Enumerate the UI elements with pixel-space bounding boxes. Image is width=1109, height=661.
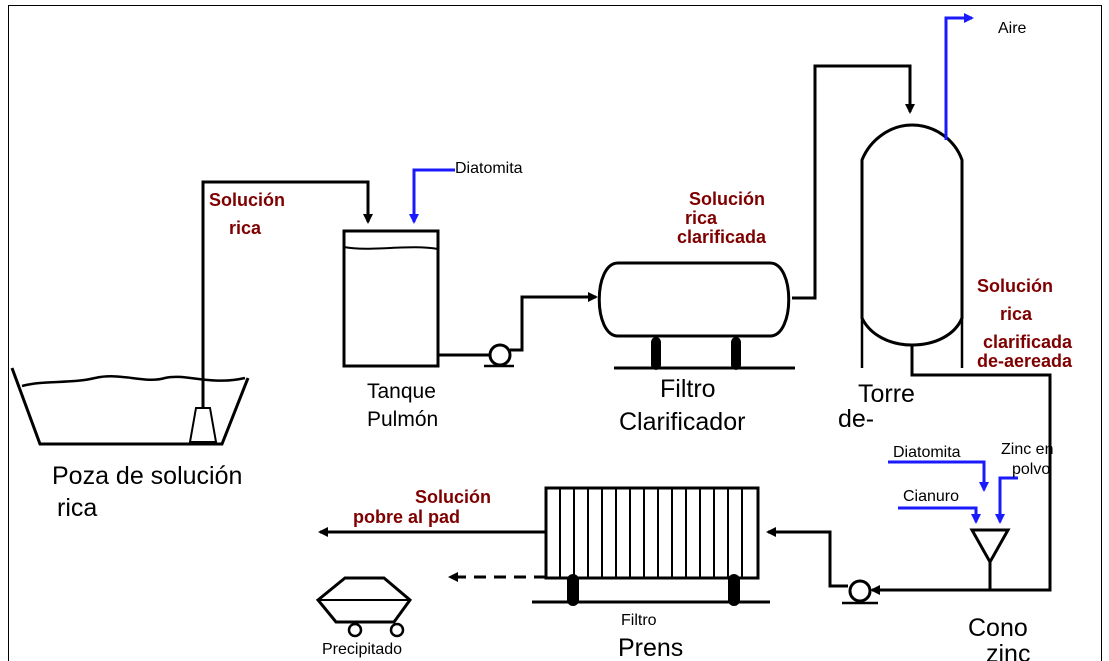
diatomita-feed-cone	[888, 460, 989, 492]
flow-filter-to-tower	[792, 64, 915, 300]
tank-label-1: Tanque	[367, 380, 436, 403]
rich-solution-label-1: Solución	[209, 190, 285, 210]
zinc-label-2: polvo	[1012, 461, 1051, 478]
diatomita-top-label: Diatomita	[455, 160, 523, 177]
buffer-tank	[342, 229, 440, 368]
diagram-frame	[8, 5, 1102, 661]
poor-solution-label-2: pobre al pad	[353, 507, 461, 527]
tower-label-2: de-	[838, 405, 875, 433]
cone-label-2: zinc	[986, 640, 1031, 661]
pond-solution-surface	[21, 375, 246, 388]
diatomita-feed-top	[409, 168, 455, 224]
zinc-cone	[969, 528, 1011, 566]
pond-label-1: Poza de solución	[52, 462, 243, 490]
diatomita-cone-label: Diatomita	[893, 444, 961, 461]
deaerated-label-3: clarificada	[983, 332, 1073, 352]
clarifier-label-1: Filtro	[660, 375, 716, 403]
deaerated-label-4: de-aereada	[977, 351, 1073, 371]
press-label-1: Filtro	[621, 612, 657, 629]
filter-press-plates	[559, 488, 743, 578]
buffer-tank-level	[343, 246, 439, 250]
clarifier-support-left	[651, 337, 661, 370]
cone-label-1: Cono	[968, 614, 1028, 642]
clarifier-filter	[597, 261, 791, 338]
cianuro-label: Cianuro	[903, 488, 960, 505]
deaerated-label-2: rica	[1000, 304, 1033, 324]
pond-pump-intake	[188, 407, 218, 443]
rich-solution-label-2: rica	[229, 218, 262, 238]
precipitate-label: Precipitado	[322, 641, 403, 658]
deaeration-tower	[860, 123, 964, 347]
clarified-label-1: Solución	[689, 189, 765, 209]
filter-press	[544, 486, 760, 580]
flow-pond-to-tank	[201, 180, 373, 408]
zinc-label-1: Zinc en	[1001, 441, 1054, 458]
cianuro-feed	[898, 506, 981, 524]
flow-pump-to-filter	[510, 292, 598, 352]
pond-label-2: rica	[57, 494, 98, 522]
press-label-2: Prens	[618, 634, 684, 661]
zinc-feed	[995, 476, 1018, 524]
pump-1	[488, 343, 512, 367]
tank-label-2: Pulmón	[367, 408, 439, 431]
tower-label-1: Torre	[858, 380, 915, 408]
clarifier-label-2: Clarificador	[619, 408, 746, 436]
poor-solution-label-1: Solución	[415, 487, 491, 507]
clarified-label-3: clarificada	[677, 227, 767, 247]
deaerated-label-1: Solución	[977, 276, 1053, 296]
air-outlet-line	[944, 13, 974, 140]
flow-pump-to-press	[766, 527, 848, 588]
flow-tower-to-cone	[910, 345, 1052, 592]
air-label: Aire	[998, 20, 1027, 37]
clarifier-support-right	[731, 337, 741, 370]
pond-basin	[10, 367, 250, 446]
press-support-left	[567, 574, 579, 606]
press-support-right	[728, 574, 740, 606]
clarified-label-2: rica	[685, 208, 718, 228]
pump-2	[848, 579, 872, 603]
